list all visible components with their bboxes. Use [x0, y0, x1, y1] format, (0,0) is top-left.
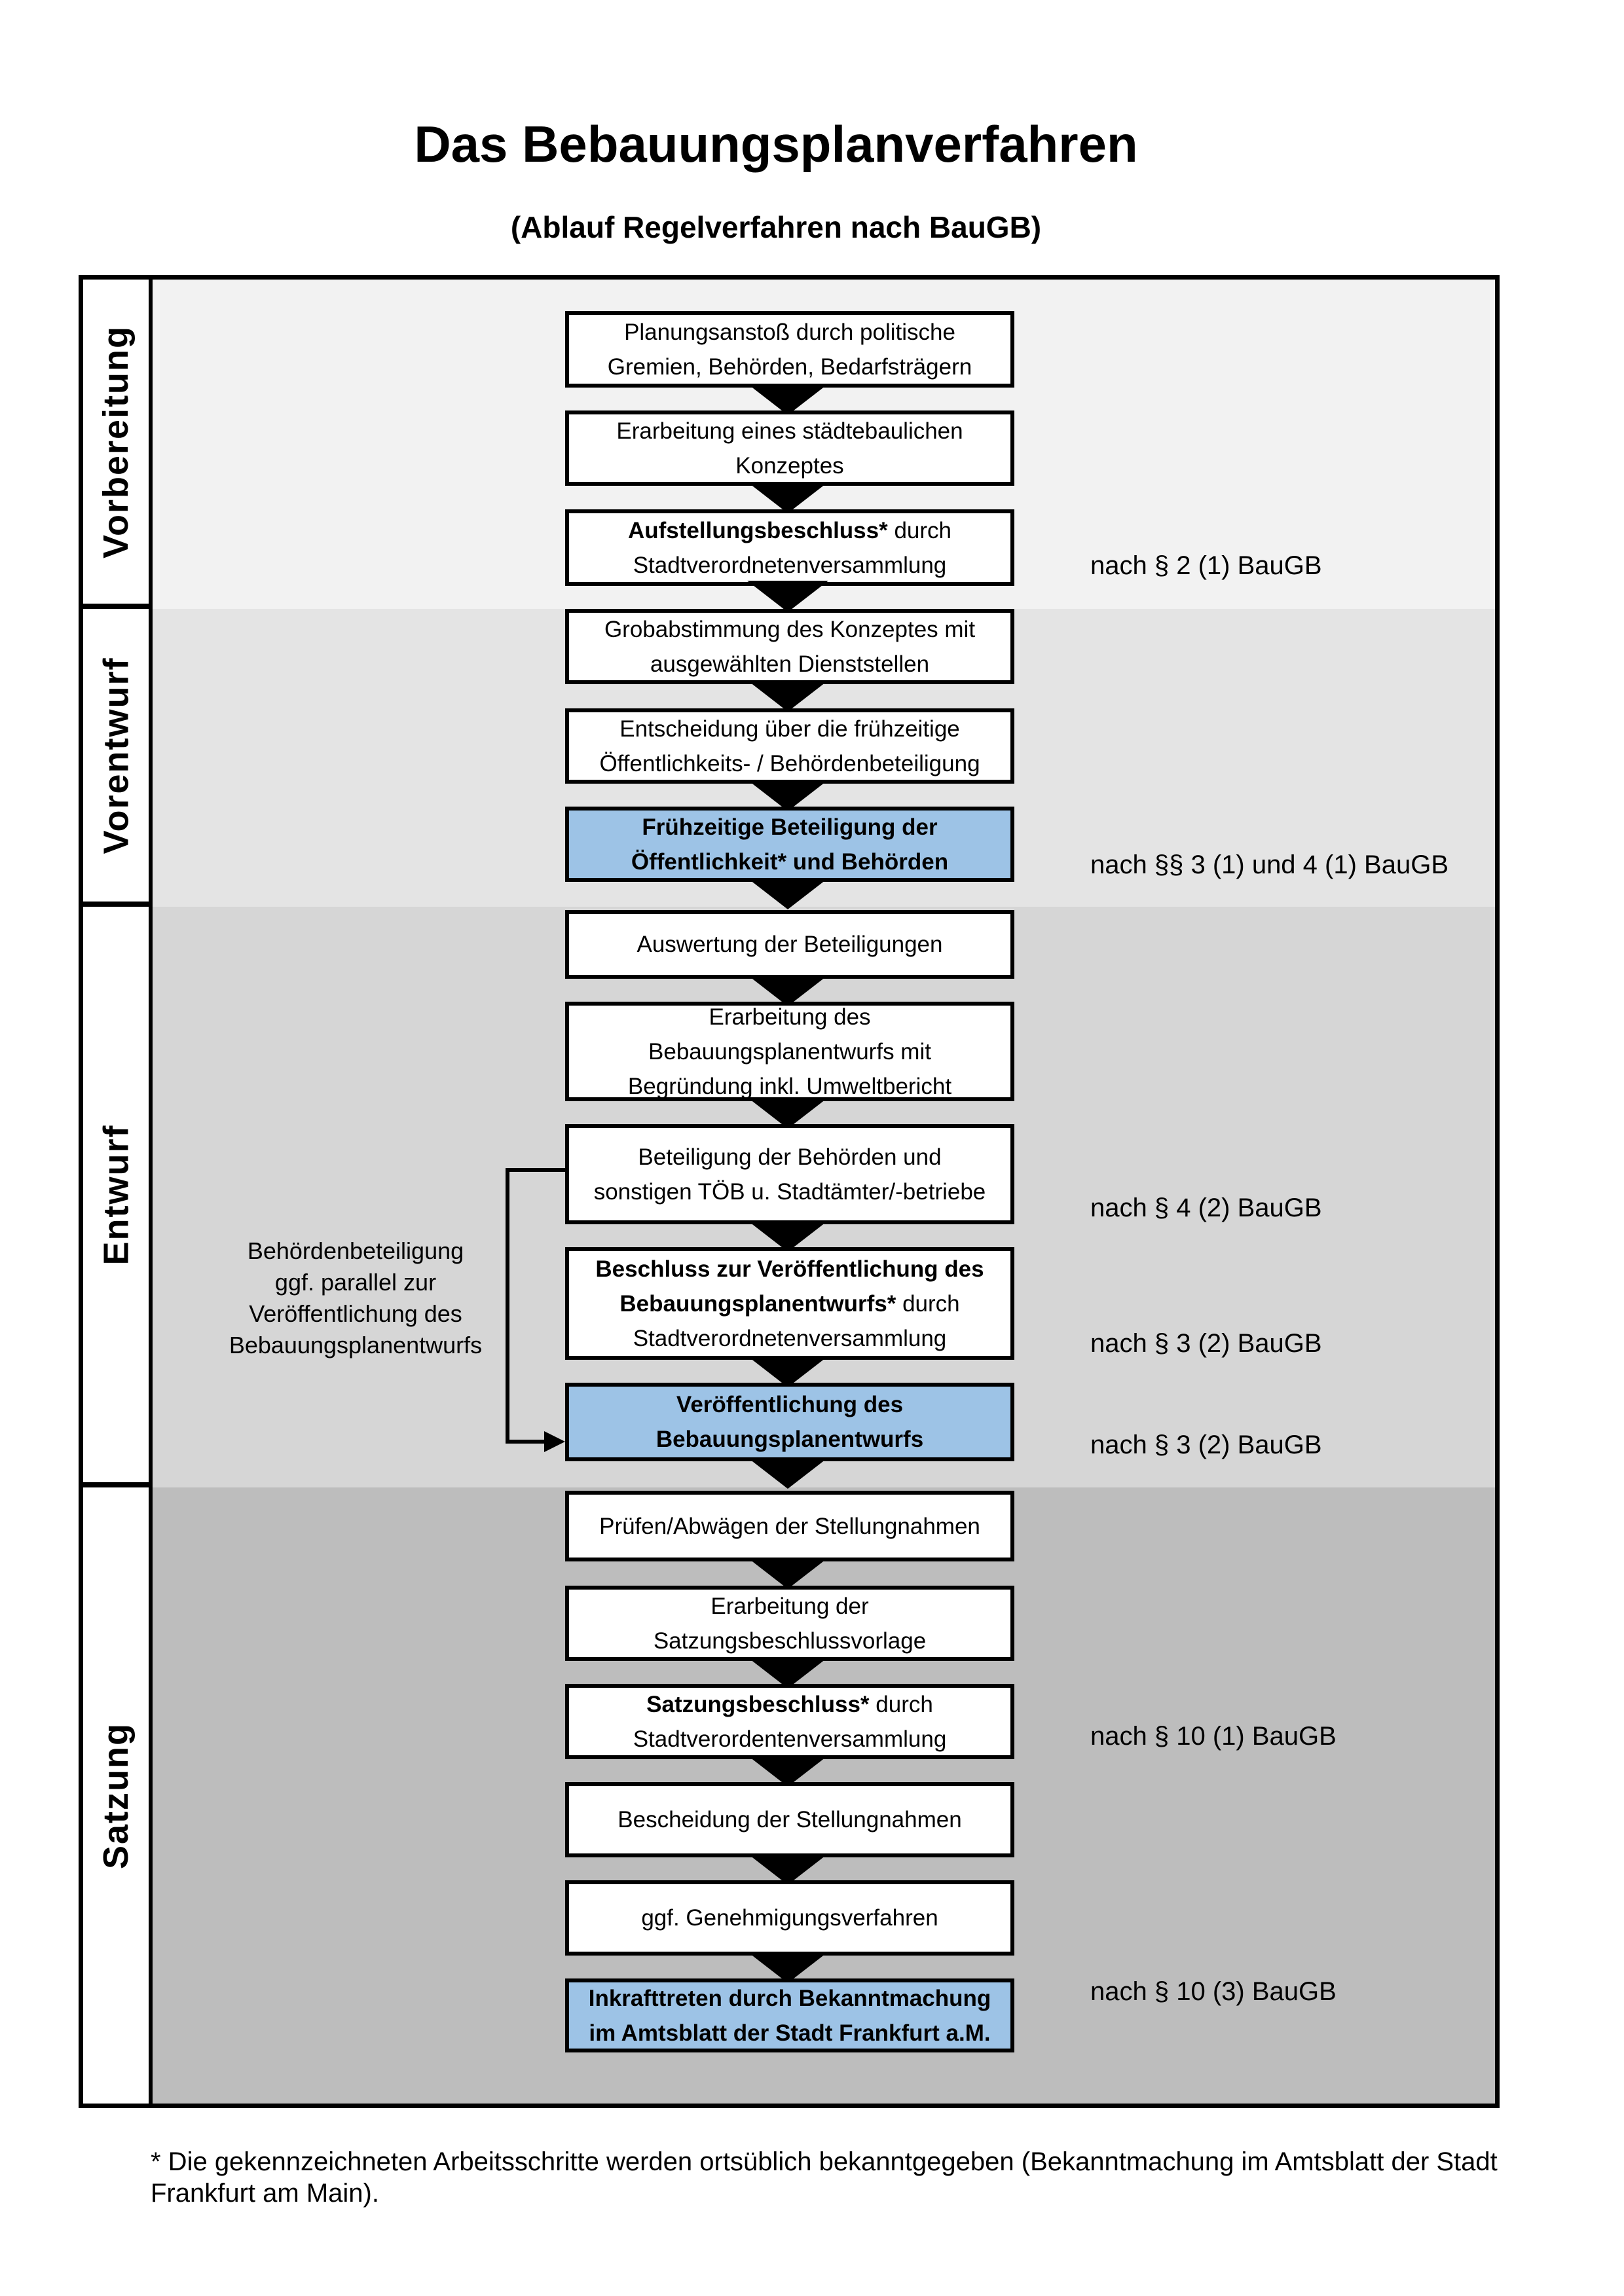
down-arrow-icon	[747, 1755, 828, 1787]
flow-box-entscheidung-beteiligung: Entscheidung über die frühzeitige Öffent…	[565, 708, 1014, 784]
phase-label-vorentwurf: Vorentwurf	[83, 609, 149, 907]
flow-box-text: Prüfen/Abwägen der Stellungnahmen	[599, 1513, 980, 1539]
parallel-bracket-arrow	[506, 1168, 565, 1452]
flow-box-veroeffentlichung: Veröffentlichung des Bebauungsplanentwur…	[565, 1383, 1014, 1461]
down-arrow-icon	[747, 878, 828, 909]
phase-label-text: Entwurf	[96, 1124, 136, 1265]
page-subtitle: (Ablauf Regelverfahren nach BauGB)	[510, 210, 1042, 244]
flow-box-text: Erarbeitung der Satzungsbeschlussvorlage	[653, 1593, 927, 1654]
footnote: * Die gekennzeichneten Arbeitsschritte w…	[151, 2147, 1498, 2208]
phase-label-entwurf: Entwurf	[83, 907, 149, 1487]
down-arrow-icon	[747, 1853, 828, 1885]
flow-box-text: ggf. Genehmigungsverfahren	[641, 1905, 938, 1931]
phase-label-vorbereitung: Vorbereitung	[83, 280, 149, 609]
down-arrow-icon	[747, 1558, 828, 1589]
flow-box-text: Erarbeitung des Bebauungsplanentwurfs mi…	[627, 1004, 952, 1099]
flow-box-text: Bescheidung der Stellungnahmen	[618, 1807, 962, 1832]
flow-box-text: Beteiligung der Behörden und sonstigen T…	[593, 1144, 986, 1205]
down-arrow-icon	[747, 680, 828, 712]
page-title: Das Bebauungsplanverfahren	[414, 115, 1138, 173]
down-arrow-icon	[747, 975, 828, 1006]
flow-box-text: Frühzeitige Beteiligung der Öffentlichke…	[631, 814, 949, 875]
flow-box-text: Erarbeitung eines städtebaulichen Konzep…	[616, 418, 963, 479]
down-arrow-icon	[747, 482, 828, 513]
flow-box-aufstellungsbeschluss: Aufstellungsbeschluss* durch Stadtverord…	[565, 509, 1014, 586]
flow-box-genehmigungsverfahren: ggf. Genehmigungsverfahren	[565, 1880, 1014, 1956]
flow-box-auswertung: Auswertung der Beteiligungen	[565, 910, 1014, 979]
flow-box-text: Aufstellungsbeschluss* durch Stadtverord…	[627, 517, 952, 578]
flow-box-text: Grobabstimmung des Konzeptes mit ausgewä…	[604, 616, 976, 677]
flow-box-text: Inkrafttreten durch Bekanntmachung im Am…	[588, 1985, 991, 2046]
phase-label-text: Vorentwurf	[96, 657, 136, 854]
flow-box-behoerdenbeteiligung: Beteiligung der Behörden und sonstigen T…	[565, 1124, 1014, 1224]
flow-box-veroeffentlichungsbeschluss: Beschluss zur Veröffentlichung des Bebau…	[565, 1247, 1014, 1360]
flow-box-satzungsbeschluss: Satzungsbeschluss* durch Stadtverordente…	[565, 1684, 1014, 1759]
flow-box-text: Beschluss zur Veröffentlichung des Bebau…	[595, 1256, 984, 1351]
legal-ref: nach § 3 (2) BauGB	[1090, 1430, 1322, 1459]
flow-box-inkrafttreten: Inkrafttreten durch Bekanntmachung im Am…	[565, 1978, 1014, 2052]
phase-label-text: Satzung	[96, 1722, 136, 1869]
down-arrow-icon	[747, 1457, 828, 1489]
phase-label-column: Vorbereitung Vorentwurf Entwurf Satzung	[83, 280, 153, 2104]
flowchart-content: Planungsanstoß durch politische Gremien,…	[153, 280, 1495, 2104]
legal-ref: nach § 4 (2) BauGB	[1090, 1194, 1322, 1222]
down-arrow-icon	[747, 1220, 828, 1252]
down-arrow-icon	[747, 1356, 828, 1387]
down-arrow-icon	[747, 1952, 828, 1983]
side-note: Behördenbeteiligung ggf. parallel zur Ve…	[229, 1237, 483, 1358]
flow-box-entwurf-erarbeitung: Erarbeitung des Bebauungsplanentwurfs mi…	[565, 1002, 1014, 1101]
phase-label-text: Vorbereitung	[96, 325, 136, 558]
phase-label-satzung: Satzung	[83, 1487, 149, 2104]
legal-ref: nach § 2 (1) BauGB	[1090, 551, 1322, 580]
flow-box-text: Auswertung der Beteiligungen	[637, 932, 943, 957]
flow-box-konzept-erarbeitung: Erarbeitung eines städtebaulichen Konzep…	[565, 410, 1014, 486]
down-arrow-icon	[747, 581, 828, 612]
down-arrow-icon	[747, 384, 828, 415]
down-arrow-icon	[747, 1657, 828, 1688]
flow-box-text: Entscheidung über die frühzeitige Öffent…	[599, 716, 980, 776]
flow-box-fruehzeitige-beteiligung: Frühzeitige Beteiligung der Öffentlichke…	[565, 807, 1014, 882]
down-arrow-icon	[747, 780, 828, 811]
legal-ref: nach §§ 3 (1) und 4 (1) BauGB	[1090, 850, 1449, 879]
flowchart: Vorbereitung Vorentwurf Entwurf Satzung …	[79, 275, 1500, 2108]
legal-ref: nach § 10 (1) BauGB	[1090, 1722, 1337, 1751]
flow-box-pruefen-abwaegen: Prüfen/Abwägen der Stellungnahmen	[565, 1491, 1014, 1561]
flow-box-satzungsvorlage: Erarbeitung der Satzungsbeschlussvorlage	[565, 1586, 1014, 1661]
flow-box-grobabstimmung: Grobabstimmung des Konzeptes mit ausgewä…	[565, 609, 1014, 684]
flow-box-text: Planungsanstoß durch politische Gremien,…	[607, 319, 972, 380]
flow-box-bescheidung: Bescheidung der Stellungnahmen	[565, 1782, 1014, 1857]
flow-box-text: Satzungsbeschluss* durch Stadtverordente…	[633, 1691, 947, 1752]
legal-ref: nach § 3 (2) BauGB	[1090, 1329, 1322, 1358]
legal-ref: nach § 10 (3) BauGB	[1090, 1977, 1337, 2006]
down-arrow-icon	[747, 1097, 828, 1129]
flow-box-planungsanstoss: Planungsanstoß durch politische Gremien,…	[565, 311, 1014, 388]
flow-box-text: Veröffentlichung des Bebauungsplanentwur…	[655, 1392, 924, 1452]
